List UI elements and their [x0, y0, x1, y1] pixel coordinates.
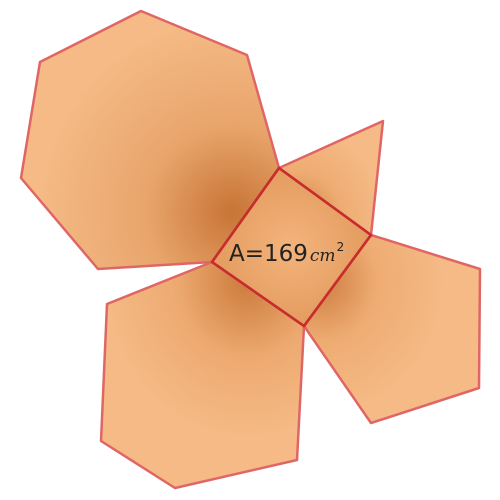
fold-edge-heptagon-square: [210, 166, 281, 264]
fold-edge-hexagon-square: [210, 260, 306, 328]
fold-edges: [210, 166, 373, 328]
area-unit: cm: [310, 246, 336, 266]
area-value: A=169: [229, 241, 308, 267]
area-exponent: 2: [337, 240, 345, 254]
heptagon-face: [19, 9, 281, 271]
fold-edge-triangle-square: [277, 166, 373, 237]
fold-edge-pentagon-square: [302, 233, 373, 328]
